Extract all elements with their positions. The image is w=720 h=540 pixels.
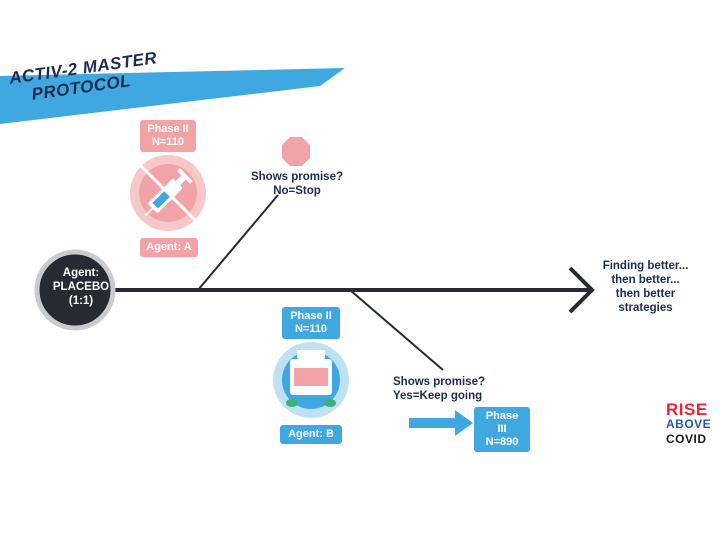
finding-better-note: Finding better... then better... then be… <box>598 259 693 315</box>
agent-a-phase-line2: N=110 <box>151 136 185 148</box>
placebo-circle <box>34 249 116 331</box>
stop-note-line1: Shows promise? <box>250 171 344 183</box>
title-banner <box>0 68 345 124</box>
stop-note-line2: No=Stop <box>273 185 321 197</box>
finding-line2: then better... <box>611 274 680 286</box>
branch-to-go <box>349 289 444 371</box>
go-note-line2: Yes=Keep going <box>393 390 483 402</box>
phase3-arrow-shaft <box>409 418 455 428</box>
phase3-line2: N=890 <box>485 436 519 448</box>
placebo-line2: PLACEBO <box>52 281 110 293</box>
agent-b-phase-line2: N=110 <box>294 323 328 335</box>
branch-to-stop <box>197 194 279 291</box>
pill-bottle-icon <box>286 350 336 407</box>
logo-line2: ABOVE <box>666 417 712 431</box>
syringe-icon <box>144 168 193 217</box>
rise-above-covid-logo: RISE ABOVE COVID <box>666 400 716 447</box>
agent-b-phase-tag: Phase II N=110 <box>282 307 340 339</box>
timeline-arrowhead <box>568 266 595 314</box>
placebo-label: Agent: PLACEBO (1:1) <box>36 266 126 308</box>
agent-b-label: Agent: B <box>280 425 342 444</box>
go-note: Shows promise? Yes=Keep going <box>393 375 503 403</box>
prohibit-slash <box>139 164 197 222</box>
agent-a-phase-line1: Phase II <box>147 123 189 135</box>
finding-line3: then better <box>615 288 676 300</box>
go-note-line1: Shows promise? <box>393 376 486 388</box>
agent-a-label: Agent: A <box>140 238 198 257</box>
finding-line4: strategies <box>618 302 673 314</box>
phase3-line1: Phase III <box>485 410 519 435</box>
phase3-tag: Phase III N=890 <box>474 407 530 452</box>
phase3-arrowhead <box>455 410 473 436</box>
logo-line3: COVID <box>666 432 707 446</box>
stop-note: Shows promise? No=Stop <box>250 170 344 198</box>
placebo-line3: (1:1) <box>68 295 94 307</box>
finding-line1: Finding better... <box>602 260 689 272</box>
stop-sign-icon <box>282 137 310 166</box>
logo-line1: RISE <box>666 400 708 419</box>
agent-b-phase-line1: Phase II <box>290 310 332 322</box>
agent-a-phase-tag: Phase II N=110 <box>140 120 196 152</box>
placebo-line1: Agent: <box>62 267 100 279</box>
